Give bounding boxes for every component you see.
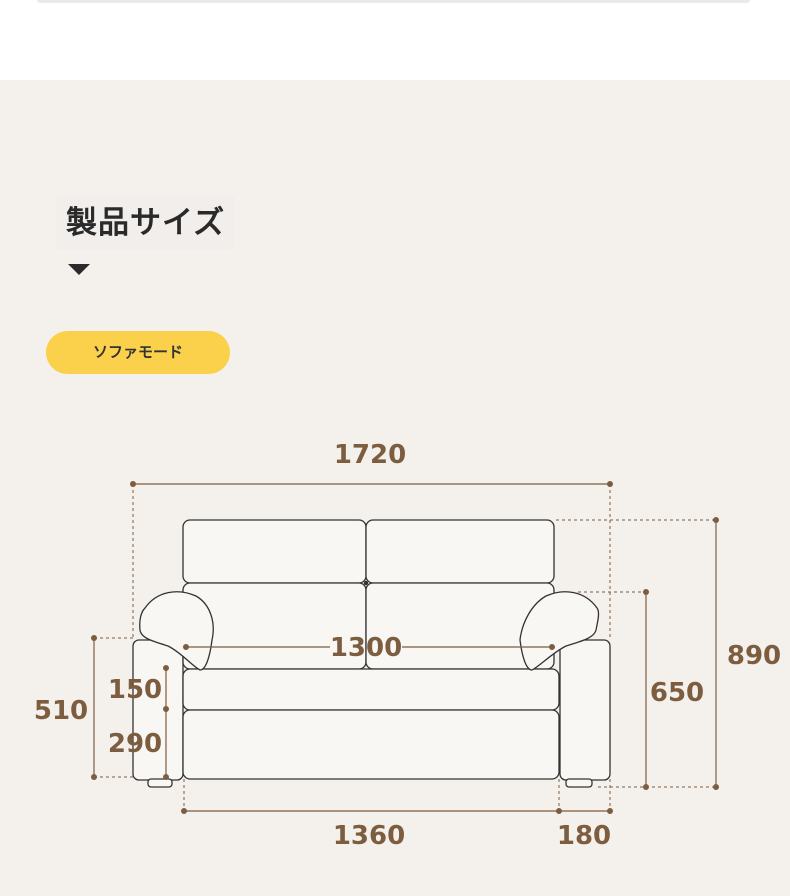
sofa-base [182, 709, 560, 780]
arm-height-label: 650 [650, 678, 704, 708]
sofa-left-arm [132, 639, 184, 781]
back-cushion-top-right [365, 519, 555, 584]
sofa-mode-badge[interactable]: ソファモード [46, 331, 230, 374]
seat-width-label: 1300 [330, 633, 402, 663]
triangle-down-icon [68, 264, 90, 275]
right-pillow [519, 591, 600, 671]
side-height-label: 510 [34, 696, 88, 726]
base-width-label: 1360 [333, 821, 405, 851]
top-divider [37, 0, 750, 3]
overall-height-label: 890 [727, 641, 781, 671]
overall-width-label: 1720 [334, 440, 406, 470]
seat-height-label: 290 [108, 729, 162, 759]
sofa-right-arm [559, 639, 611, 781]
seat-cushion [182, 668, 560, 711]
arm-depth-label: 180 [557, 821, 611, 851]
back-cushion-top-left [182, 519, 367, 584]
cushion-thickness-label: 150 [108, 675, 162, 705]
dimension-lines [91, 481, 719, 814]
sofa-left-foot [147, 778, 173, 788]
section-title: 製品サイズ [56, 196, 236, 250]
sofa-right-foot [565, 778, 593, 788]
back-center-mark [363, 580, 369, 586]
left-pillow [139, 591, 214, 671]
